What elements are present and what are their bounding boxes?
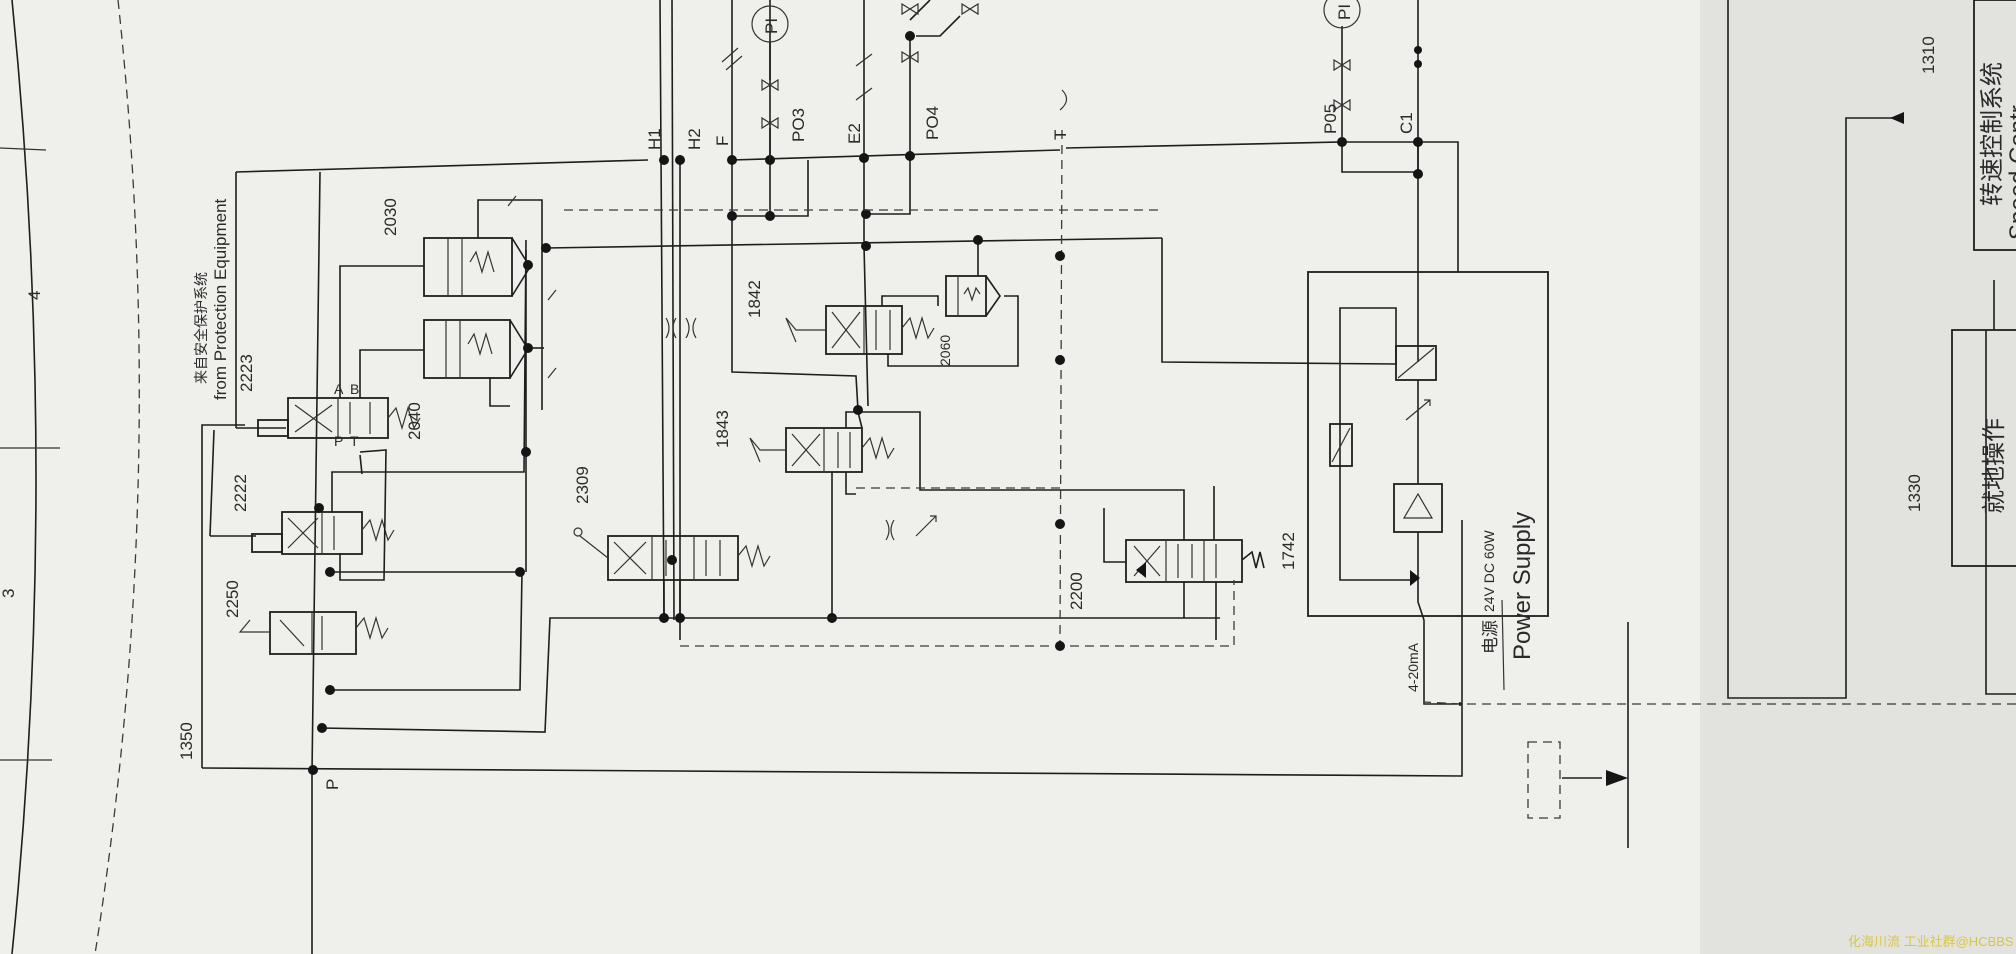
port-p-small: P	[334, 433, 343, 449]
label-1310: 1310	[1919, 36, 1938, 74]
speed-control-en: Speed Contr	[2005, 105, 2016, 240]
label-2223: 2223	[237, 354, 256, 392]
port-h2: H2	[685, 128, 704, 150]
power-supply-spec: 24V DC 60W	[1481, 530, 1497, 612]
port-pi-a: PI	[762, 18, 781, 34]
pipes-h1-h2	[659, 0, 697, 640]
label-1842: 1842	[745, 280, 764, 318]
valve-1843	[749, 405, 1030, 623]
label-1843: 1843	[713, 410, 732, 448]
port-c1: C1	[1397, 112, 1416, 134]
pipes-e2-po4	[855, 0, 979, 407]
local-operation-box	[1951, 329, 2016, 567]
cylinder-2030	[423, 199, 543, 410]
label-1350: 1350	[177, 722, 196, 760]
right-signal-lines	[1423, 0, 2016, 848]
ruler-mark-4: 4	[25, 291, 44, 300]
valve-1742	[1030, 486, 1265, 640]
label-2040: 2040	[405, 402, 424, 440]
cylinder-lines	[314, 195, 1163, 695]
drain-line-2200	[564, 89, 1235, 651]
label-2200: 2200	[1067, 572, 1086, 610]
pipes-f-po3	[721, 0, 1061, 411]
port-po5: P05	[1321, 104, 1340, 134]
cylinder-2040	[423, 319, 529, 407]
protection-en: from Protection Equipment	[211, 198, 230, 400]
valve-port-letters: A B P T	[334, 381, 359, 449]
port-t: T	[1051, 130, 1070, 140]
cylinder-2060	[945, 235, 1001, 317]
valve-2223	[257, 397, 421, 439]
port-po3: PO3	[789, 108, 808, 142]
port-pi-b: PI	[1335, 4, 1354, 20]
valve-2309	[573, 527, 1220, 623]
port-b: B	[350, 381, 359, 397]
watermark: 化海川流 工业社群@HCBBS	[1848, 934, 2014, 949]
valve-1842	[785, 295, 1019, 367]
page-border-curve	[0, 0, 140, 954]
paper-shadow-right	[1700, 0, 2016, 954]
protection-line	[209, 159, 649, 537]
power-supply-underline	[1501, 599, 1505, 691]
speed-control-cn: 转速控制系统	[1979, 62, 2006, 206]
label-2309: 2309	[573, 466, 592, 504]
pipes-po5-c1	[1065, 0, 1459, 362]
ruler-mark-3: 3	[0, 589, 18, 598]
port-h1: H1	[645, 128, 664, 150]
port-e2: E2	[845, 123, 864, 144]
power-supply-en: Power Supply	[1509, 512, 1536, 660]
label-2060: 2060	[937, 335, 953, 366]
local-operation-cn: 就地操作	[1981, 418, 2008, 514]
port-t-small: T	[350, 433, 359, 449]
label-1742: 1742	[1279, 532, 1298, 570]
port-f: F	[713, 136, 732, 146]
port-a: A	[334, 381, 344, 397]
port-po4: PO4	[923, 106, 942, 140]
signal-4-20ma: 4-20mA	[1405, 642, 1421, 692]
valve-2250	[238, 611, 389, 655]
label-2250: 2250	[223, 580, 242, 618]
label-2222: 2222	[231, 474, 250, 512]
protection-cn: 来自安全保护系统	[193, 272, 209, 384]
power-supply-cn: 电源	[1481, 620, 1500, 654]
label-1330: 1330	[1905, 474, 1924, 512]
label-2030: 2030	[381, 198, 400, 236]
speed-control-box	[1973, 0, 2016, 251]
pressure-line	[201, 171, 1463, 954]
label-p: P	[323, 779, 342, 790]
